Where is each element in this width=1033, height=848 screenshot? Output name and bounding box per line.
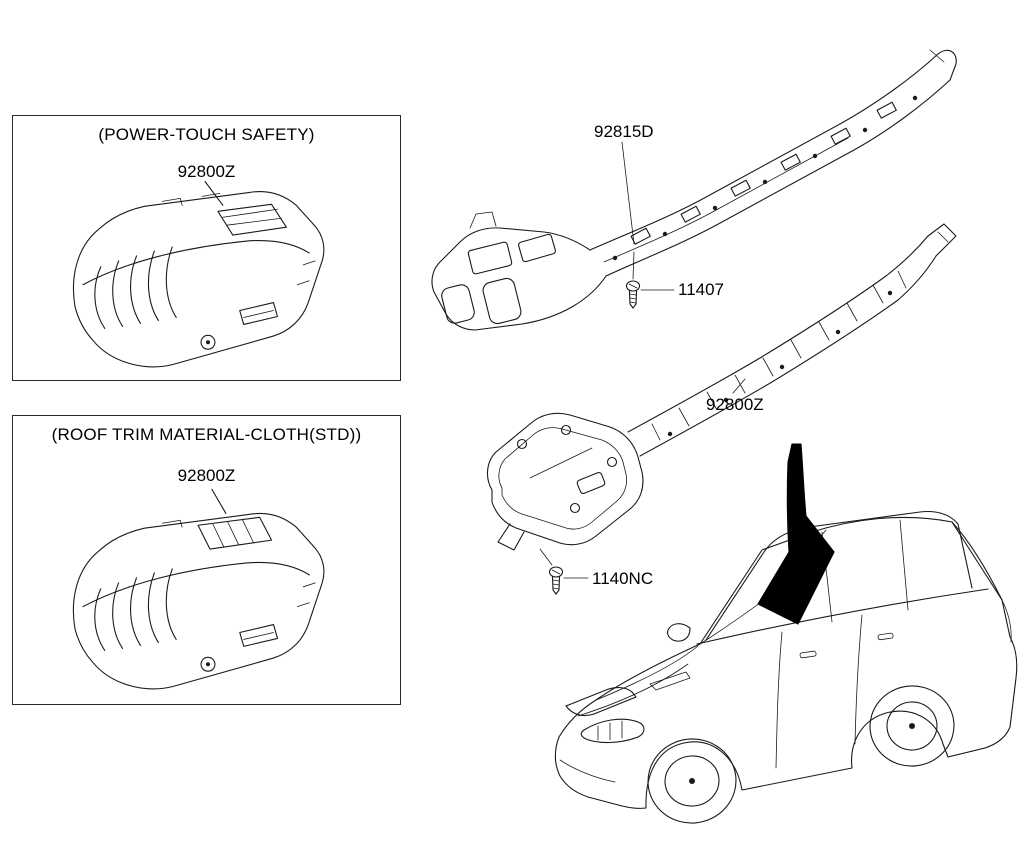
roof-location-marker bbox=[757, 443, 835, 625]
callout-11407: 11407 bbox=[678, 280, 725, 299]
callout-1140nc: 1140NC bbox=[592, 569, 654, 588]
leader-line-92800z bbox=[732, 378, 746, 394]
panel-title: (ROOF TRIM MATERIAL-CLOTH(STD)) bbox=[51, 425, 362, 444]
roof-wiring-assembly-drawing bbox=[431, 49, 957, 331]
overhead-console-drawing bbox=[72, 191, 325, 368]
panel-title: (POWER-TOUCH SAFETY) bbox=[98, 125, 315, 144]
roof-rail-console-drawing bbox=[487, 223, 957, 551]
sedan-outline-drawing bbox=[554, 510, 1018, 824]
mounting-screw-top bbox=[625, 251, 675, 309]
part-number-label: 92800Z bbox=[177, 162, 236, 181]
overhead-console-drawing bbox=[72, 512, 325, 690]
callout-92815d: 92815D bbox=[594, 122, 654, 141]
label-leader-line bbox=[204, 180, 224, 206]
roof-trim-cloth-panel: (ROOF TRIM MATERIAL-CLOTH(STD)) 92800Z bbox=[12, 415, 401, 705]
leader-line-92815d bbox=[621, 141, 635, 245]
part-number-label: 92800Z bbox=[177, 466, 236, 485]
label-leader-line bbox=[211, 488, 227, 514]
power-touch-safety-panel: (POWER-TOUCH SAFETY) 92800Z bbox=[12, 115, 401, 381]
overhead-console-power-touch-figure bbox=[72, 180, 325, 368]
callout-92800z: 92800Z bbox=[706, 395, 764, 414]
mounting-screw-bottom bbox=[539, 548, 589, 595]
overhead-console-cloth-figure bbox=[72, 488, 325, 690]
